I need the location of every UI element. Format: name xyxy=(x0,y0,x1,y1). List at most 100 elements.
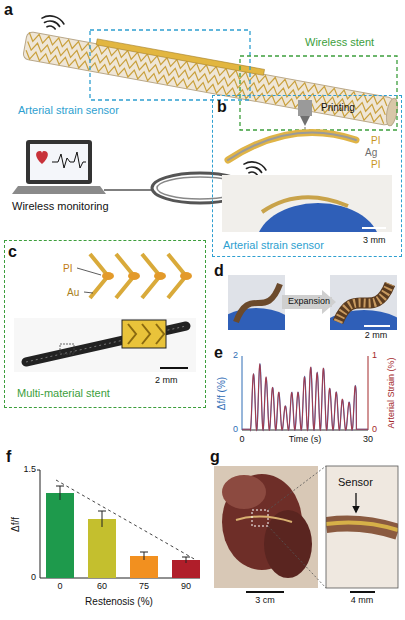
scale-bar xyxy=(350,591,375,593)
axis-tick: 0 xyxy=(372,425,377,435)
inset-panel: PrintingPIAgPI3 mmArterial strain sensor xyxy=(212,95,402,257)
scale-bar-label: 2 mm xyxy=(365,331,388,341)
stent-photo xyxy=(156,324,164,344)
callout-label: Sensor xyxy=(338,476,373,488)
heart-photo xyxy=(222,475,266,509)
layer-label: PI xyxy=(371,159,380,170)
polyimide-pad xyxy=(128,272,140,280)
axis-tick: 30 xyxy=(363,435,373,445)
expansion-arrow xyxy=(282,290,336,314)
zoom-line xyxy=(268,466,326,510)
laptop-icon xyxy=(30,144,88,180)
axis-tick: 90 xyxy=(181,582,191,592)
vessel-photo xyxy=(355,493,356,512)
scale-bar xyxy=(246,591,284,593)
axis-title: Restenosis (%) xyxy=(85,596,153,607)
error-bar xyxy=(182,557,190,558)
caption: Multi-material stent xyxy=(17,387,110,399)
figure-art xyxy=(326,466,398,588)
reader-coil xyxy=(104,189,152,191)
stent-strut xyxy=(26,41,386,114)
error-bar xyxy=(56,486,64,487)
signal-trace xyxy=(242,364,368,430)
scale-bar-label: 3 mm xyxy=(363,236,386,246)
wireless-waves xyxy=(247,167,262,173)
panel-letter: c xyxy=(8,243,17,261)
axis-title: Time (s) xyxy=(289,435,322,445)
stent-photo xyxy=(338,284,390,322)
inset-panel: PIAu2 mmMulti-material stent xyxy=(4,240,206,408)
signal-trace xyxy=(242,365,368,430)
error-bar xyxy=(56,486,190,563)
printer-nozzle xyxy=(298,100,312,116)
vessel-photo xyxy=(326,466,398,588)
axis-tick: 60 xyxy=(97,582,107,592)
axis-tick: 2 xyxy=(233,351,238,361)
leader-line xyxy=(77,268,101,275)
layer-label: Ag xyxy=(365,147,377,158)
plot-axis xyxy=(37,470,40,471)
zoom-box xyxy=(240,56,397,130)
bar xyxy=(46,493,200,578)
stent-photo xyxy=(122,320,166,348)
axis-tick: 0 xyxy=(57,582,62,592)
strain-sensor-strip xyxy=(96,39,264,75)
material-label: Au xyxy=(67,287,79,298)
zoom-line xyxy=(268,466,326,588)
sensor-layers xyxy=(228,132,356,160)
stent-photo xyxy=(160,367,188,369)
error-bar xyxy=(186,557,187,563)
arrow-label: Expansion xyxy=(286,297,332,307)
axis-tick: 0 xyxy=(239,435,244,445)
polyimide-pad xyxy=(180,272,192,280)
zoom-box xyxy=(90,30,250,100)
polyimide-pad xyxy=(154,272,166,280)
trend-line xyxy=(56,480,196,560)
stent-strut xyxy=(90,254,186,298)
sensor-layers xyxy=(228,132,356,160)
stent-photo xyxy=(14,318,196,372)
panel-letter: e xyxy=(214,344,223,362)
stent-photo xyxy=(142,324,150,344)
scale-bar-label: 2 mm xyxy=(155,376,178,386)
laptop-icon xyxy=(36,151,48,164)
sensor-photo xyxy=(256,203,380,232)
plot-axis xyxy=(242,356,368,430)
polyimide-pad xyxy=(102,272,192,280)
plot-axis xyxy=(368,356,369,430)
stent-photo xyxy=(364,325,390,327)
sensor-photo xyxy=(222,175,392,232)
error-bar xyxy=(140,552,148,553)
plot-axis xyxy=(242,430,368,431)
sensor-layers xyxy=(228,132,356,160)
laptop-icon xyxy=(52,152,86,168)
heart-photo xyxy=(252,510,268,526)
scale-bar-label: 4 mm xyxy=(351,596,374,606)
zoom-line xyxy=(268,526,326,588)
stent-photo xyxy=(330,275,397,330)
error-bar xyxy=(144,552,145,560)
heart-photo xyxy=(214,466,318,588)
panel-letter: f xyxy=(6,448,11,466)
error-bar xyxy=(98,511,106,512)
sensor-photo xyxy=(362,227,386,229)
printer-nozzle xyxy=(300,116,310,126)
axis-title: Δf/f xyxy=(10,516,21,531)
part-label: Arterial strain sensor xyxy=(18,104,119,116)
sensor-photo xyxy=(262,197,348,212)
axis-title: Δf/f (%) xyxy=(216,376,227,409)
panel-letter: a xyxy=(4,1,13,19)
axis-tick: 75 xyxy=(139,582,149,592)
error-bar xyxy=(60,486,61,500)
axis-tick: 0 xyxy=(31,573,36,583)
leader-line xyxy=(84,292,93,293)
polyimide-pad xyxy=(102,272,114,280)
axis-tick: 1.5 xyxy=(23,465,36,475)
scale-bar-label: 3 cm xyxy=(255,596,275,606)
panel-letter: g xyxy=(210,448,220,466)
axis-tick: 0 xyxy=(233,425,238,435)
stent-photo xyxy=(228,275,285,330)
panel-letter: d xyxy=(214,262,224,280)
wireless-waves xyxy=(249,172,257,175)
